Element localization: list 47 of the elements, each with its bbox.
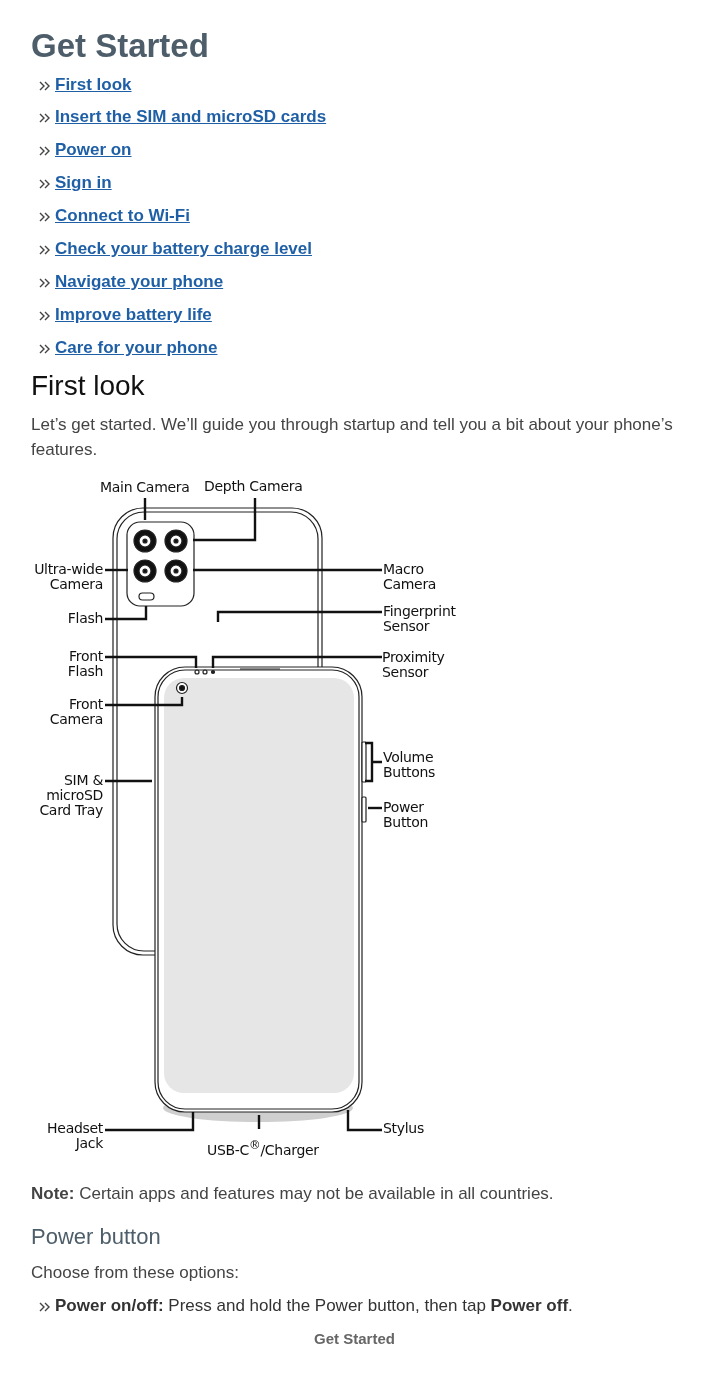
callout-label: SIM & microSD Card Tray xyxy=(20,773,103,818)
leader-line xyxy=(105,1112,195,1132)
callout-label: Flash xyxy=(40,611,103,626)
body-text: Power on/off: Press and hold the Power button, then tap Power off. xyxy=(55,1296,573,1316)
leader-line xyxy=(105,655,198,668)
callout-label: Stylus xyxy=(383,1121,443,1136)
callout-label: Depth Camera xyxy=(204,479,306,494)
callout-label: Headset Jack xyxy=(20,1121,103,1151)
leader-line xyxy=(363,741,384,783)
toc-link: Care for your phone xyxy=(55,338,218,358)
leader-line xyxy=(105,697,184,707)
callout-label: Fingerprint Sensor xyxy=(383,604,473,634)
leader-line xyxy=(105,606,148,621)
subsection-heading: Power button xyxy=(31,1224,161,1250)
callout-label: Ultra-wide Camera xyxy=(20,562,103,592)
toc-link: Connect to Wi-Fi xyxy=(55,206,190,226)
toc-link: Improve battery life xyxy=(55,305,212,325)
body-text: Choose from these options: xyxy=(31,1263,239,1283)
leader-line xyxy=(105,568,128,572)
body-text: Let’s get started. We’ll guide you through startup and tell you a bit about your phone’s features. xyxy=(31,414,674,461)
leader-line xyxy=(257,1115,261,1129)
toc-link: Insert the SIM and microSD cards xyxy=(55,107,327,127)
leader-line xyxy=(105,779,152,783)
toc-link: First look xyxy=(55,75,132,95)
toc-link: Power on xyxy=(55,140,132,160)
leader-line xyxy=(143,498,147,520)
leader-line xyxy=(216,610,382,622)
callout-label: Front Flash xyxy=(30,649,103,679)
page-title: Get Started xyxy=(31,27,209,65)
leader-line xyxy=(193,498,257,542)
callout-label: Macro Camera xyxy=(383,562,463,592)
leader-line xyxy=(368,806,382,810)
page-footer: Get Started xyxy=(0,1330,709,1347)
callout-label: USB-C$^{®}$/Charger xyxy=(207,1138,321,1158)
toc-link: Sign in xyxy=(55,173,112,193)
section-heading: First look xyxy=(31,370,145,402)
callout-label: Power Button xyxy=(383,800,463,830)
callout-label: Proximity Sensor xyxy=(382,650,472,680)
toc-link: Check your battery charge level xyxy=(55,239,312,259)
leader-line xyxy=(193,568,382,572)
leader-line xyxy=(346,1110,382,1132)
toc-link: Navigate your phone xyxy=(55,272,224,292)
leader-line xyxy=(211,655,382,668)
note-text: Note: Certain apps and features may not be available in all countries. xyxy=(31,1184,555,1204)
callout-label: Main Camera xyxy=(100,480,192,495)
callout-label: Volume Buttons xyxy=(383,750,463,780)
callout-label: Front Camera xyxy=(30,697,103,727)
